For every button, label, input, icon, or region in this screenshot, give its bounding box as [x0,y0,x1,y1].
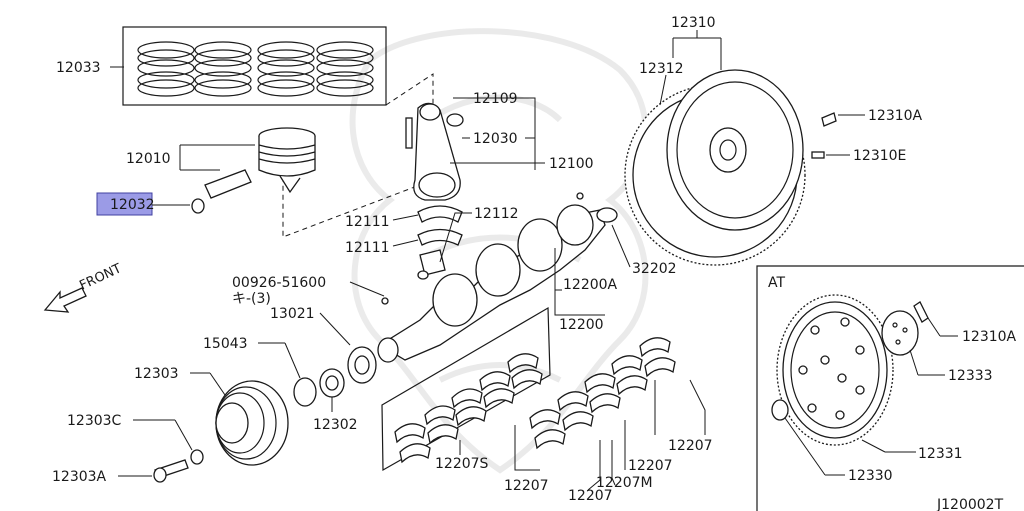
lower-bearing-shells [529,337,676,450]
key-collar [293,377,317,407]
flywheel-hub [709,127,747,173]
label-rod-assembly[interactable]: 12109 [473,91,518,107]
label-ring-gear[interactable]: 12312 [639,61,684,77]
at-inset: AT 12331 12330 12333 12310A J120002T [756,265,1024,511]
front-parts-group: 13021 15043 12302 12303 12303C 12303A [52,306,377,485]
connecting-rod-group: 12109 12030 12100 12111 12111 12112 [345,91,594,280]
dowel [811,151,825,159]
label-drive-plate[interactable]: 12331 [918,446,963,462]
piston-rings-group: 12033 [56,26,387,106]
label-pulley[interactable]: 12303 [134,366,179,382]
crank-web-4 [556,204,594,246]
piston-group: 12010 [126,127,316,214]
label-spacer[interactable]: 12302 [313,417,358,433]
ring-set-4 [316,41,374,97]
ring-set-2 [194,41,252,97]
label-flywheel[interactable]: 12310 [671,15,716,31]
crank-web-3 [517,218,563,272]
label-main-bearing-d[interactable]: 12207 [668,438,713,454]
ring-set-3 [257,41,315,97]
crank-web-2 [475,243,521,297]
ring-set-1 [137,41,195,97]
label-dowel[interactable]: 12310E [853,148,906,164]
label-main-bearing-b[interactable]: 12207 [568,488,613,504]
label-plug[interactable]: 00926-51600 [232,275,326,291]
dp-bolt [913,301,929,323]
label-highlight [96,192,153,216]
piston-skirt [279,175,301,194]
label-flywheel-bolt[interactable]: 12310A [868,108,923,124]
rod-cap [419,249,446,276]
rod-bearing-lower [417,228,463,246]
label-front: FRONT [77,261,124,293]
label-crankshaft-sub[interactable]: 12200A [563,277,618,293]
label-dp-reinforce[interactable]: 12333 [948,368,993,384]
label-rod-bearing-lower[interactable]: 12111 [345,240,390,256]
main-bearings-group: 12207S 12207 12207 12207 12207M 12207 [381,306,713,504]
crankshaft-group: 12200A 12200 32202 [377,192,677,363]
label-rod-bolt[interactable]: 12112 [474,206,519,222]
footer-code: J120002T [936,497,1004,511]
dp-spacer [771,399,789,421]
pulley-washer [190,449,204,465]
crank-web-1 [432,273,478,327]
label-piston[interactable]: 12010 [126,151,171,167]
rod-bearing-upper [417,205,463,223]
label-rod[interactable]: 12100 [549,156,594,172]
crank-nose [377,337,399,363]
label-pilot-bushing[interactable]: 32202 [632,261,677,277]
label-rod-bearing-upper[interactable]: 12111 [345,214,390,230]
label-rod-bushing[interactable]: 12030 [473,131,518,147]
label-dp-bolt[interactable]: 12310A [962,329,1017,345]
label-rings[interactable]: 12033 [56,60,101,76]
flywheel-group: 12310 12312 12310A 12310E [624,15,923,266]
label-pulley-washer[interactable]: 12303C [67,413,122,429]
label-main-bearings-upper[interactable]: 12207S [435,456,489,472]
plug-label-group: 00926-51600 キ-(3) [232,275,385,307]
label-dp-spacer[interactable]: 12330 [848,468,893,484]
pilot-bushing [596,207,618,223]
inset-title: AT [768,275,785,291]
label-pulley-bolt[interactable]: 12303A [52,469,107,485]
upper-bearing-shells [394,353,543,464]
label-main-bearing-m[interactable]: 12207M [596,475,653,491]
label-crankshaft[interactable]: 12200 [559,317,604,333]
label-plug-qty: キ-(3) [232,291,271,307]
dp-reinforce [881,310,919,356]
label-key[interactable]: 15043 [203,336,248,352]
rings-box [122,26,387,106]
snap-ring-label-group[interactable]: 12032 [96,192,190,216]
rod-bushing [446,113,464,127]
front-arrow: FRONT [43,261,124,313]
rod-bolt-left [405,117,413,149]
snap-ring [191,198,205,214]
plug [381,297,389,305]
label-sprocket[interactable]: 13021 [270,306,315,322]
label-main-bearing-a[interactable]: 12207 [504,478,549,494]
label-snap-ring[interactable]: 12032 [110,197,155,213]
bearings-upper-box [381,306,551,472]
label-main-bearing-c[interactable]: 12207 [628,458,673,474]
piston-pin [204,169,252,199]
front-arrow-icon [43,287,87,313]
flywheel-bolt [821,112,837,127]
